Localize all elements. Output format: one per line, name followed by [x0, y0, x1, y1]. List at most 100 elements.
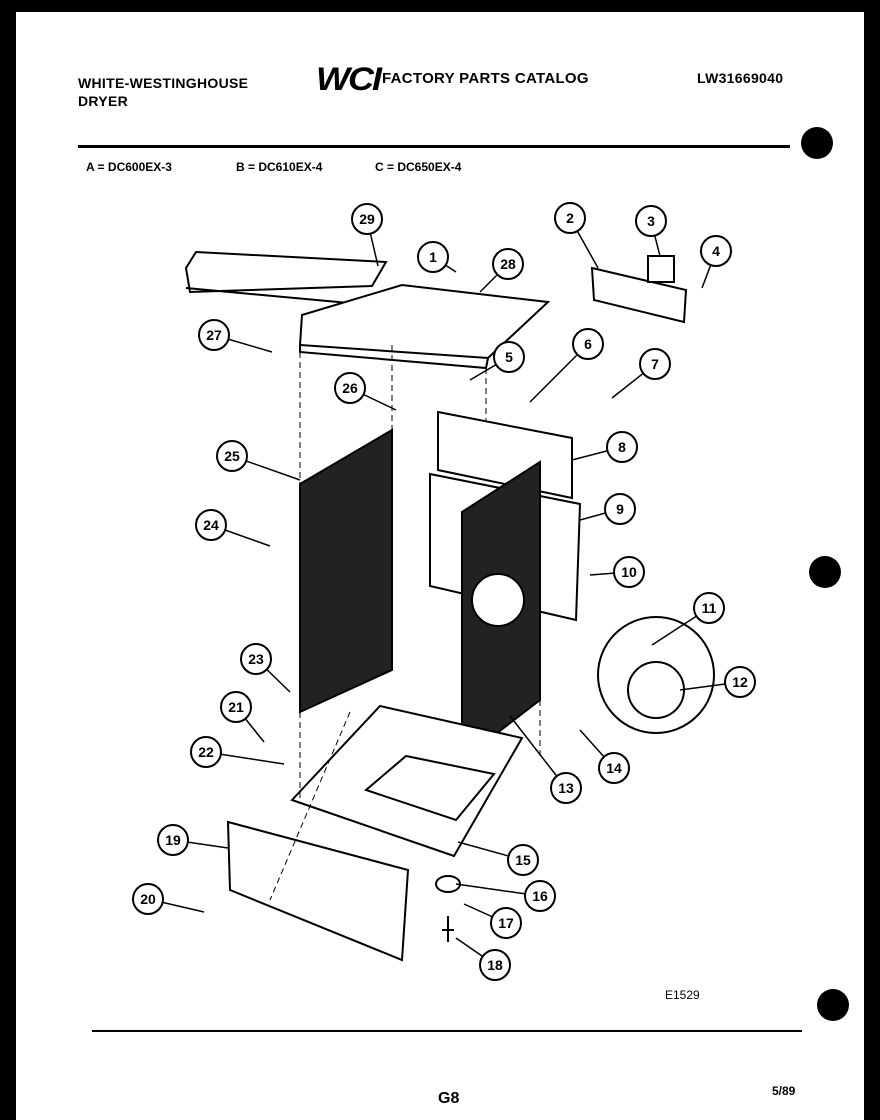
- callout-25: 25: [216, 440, 301, 481]
- callout-21: 21: [220, 691, 265, 743]
- callout-number: 3: [647, 213, 655, 229]
- callout-number: 9: [616, 501, 624, 517]
- page-number: G8: [438, 1090, 460, 1107]
- product-type: DRYER: [78, 93, 128, 109]
- callout-27: 27: [198, 319, 273, 353]
- callout-11: 11: [651, 592, 725, 646]
- callout-18: 18: [455, 937, 511, 981]
- callout-number: 4: [712, 243, 720, 259]
- callout-number: 28: [500, 256, 516, 272]
- callout-circle: [724, 666, 756, 698]
- toe-panel-shape: [226, 820, 410, 962]
- callout-circle: [479, 949, 511, 981]
- seal-ring-outer: [597, 616, 715, 734]
- callout-14: 14: [579, 729, 630, 784]
- callout-5: 5: [469, 341, 525, 381]
- callout-circle: [351, 203, 383, 235]
- callout-number: 17: [498, 915, 514, 931]
- callout-number: 26: [342, 380, 358, 396]
- document-number: LW31669040: [697, 70, 784, 86]
- model-code-c: C = DC650EX-4: [375, 160, 462, 174]
- binder-hole: [801, 127, 833, 159]
- brand-block: WHITE-WESTINGHOUSE DRYER: [78, 74, 248, 110]
- callout-3: 3: [635, 205, 667, 257]
- callout-circle: [220, 691, 252, 723]
- callout-circle: [198, 319, 230, 351]
- callout-circle: [240, 643, 272, 675]
- callout-23: 23: [240, 643, 291, 693]
- callout-number: 19: [165, 832, 181, 848]
- header-rule: [78, 145, 790, 148]
- callout-number: 27: [206, 327, 222, 343]
- callout-circle: [613, 556, 645, 588]
- callout-circle: [606, 431, 638, 463]
- callout-19: 19: [157, 824, 229, 856]
- revision-date: 5/89: [772, 1084, 796, 1098]
- console-panel-shape: [184, 250, 388, 294]
- callout-circle: [334, 372, 366, 404]
- drum-opening-shape: [471, 573, 525, 627]
- callout-number: 22: [198, 744, 214, 760]
- callout-7: 7: [611, 348, 671, 399]
- callout-2: 2: [554, 202, 599, 269]
- callout-circle: [700, 235, 732, 267]
- callout-number: 1: [429, 249, 437, 265]
- callout-number: 24: [203, 517, 219, 533]
- callout-1: 1: [417, 241, 457, 273]
- callout-number: 10: [621, 564, 637, 580]
- callout-22: 22: [190, 736, 285, 768]
- callout-number: 20: [140, 891, 156, 907]
- callout-circle: [554, 202, 586, 234]
- figure-id: E1529: [665, 988, 700, 1002]
- console-lower-edge: [185, 287, 361, 305]
- callout-number: 2: [566, 210, 574, 226]
- callout-15: 15: [457, 841, 539, 876]
- leg-shape: [442, 916, 454, 942]
- callout-number: 14: [606, 760, 622, 776]
- callout-20: 20: [132, 883, 205, 915]
- callout-6: 6: [529, 328, 604, 403]
- callout-17: 17: [463, 903, 522, 939]
- seal-ring-inner: [627, 661, 685, 719]
- page-border-top: [0, 0, 880, 12]
- top-cover-front: [299, 345, 489, 370]
- left-side-panel-shape: [299, 428, 393, 714]
- callout-9: 9: [579, 493, 636, 525]
- callout-28: 28: [479, 248, 524, 293]
- callout-circle: [132, 883, 164, 915]
- callout-number: 8: [618, 439, 626, 455]
- callout-circle: [693, 592, 725, 624]
- callout-12: 12: [679, 666, 756, 698]
- binder-hole: [809, 556, 841, 588]
- page-border-right: [864, 0, 880, 1120]
- callout-number: 7: [651, 356, 659, 372]
- callout-number: 15: [515, 852, 531, 868]
- brand-name: WHITE-WESTINGHOUSE: [78, 75, 249, 91]
- callout-4: 4: [700, 235, 732, 289]
- callout-circle: [507, 844, 539, 876]
- callout-number: 5: [505, 349, 513, 365]
- callout-number: 13: [558, 780, 574, 796]
- callout-circle: [216, 440, 248, 472]
- callout-circle: [195, 509, 227, 541]
- callout-24: 24: [195, 509, 271, 547]
- page-border-left: [0, 0, 16, 1120]
- callout-circle: [490, 907, 522, 939]
- callout-26: 26: [334, 372, 397, 411]
- callout-number: 18: [487, 957, 503, 973]
- model-code-a: A = DC600EX-3: [86, 160, 172, 174]
- callout-number: 29: [359, 211, 375, 227]
- callout-13: 13: [509, 715, 582, 804]
- binder-hole: [817, 989, 849, 1021]
- callout-circle: [604, 493, 636, 525]
- callout-number: 6: [584, 336, 592, 352]
- callout-number: 16: [532, 888, 548, 904]
- callout-number: 23: [248, 651, 264, 667]
- callout-circle: [157, 824, 189, 856]
- wci-logo: WCI: [316, 60, 382, 97]
- callout-circle: [493, 341, 525, 373]
- callout-circle: [417, 241, 449, 273]
- model-code-b: B = DC610EX-4: [236, 160, 323, 174]
